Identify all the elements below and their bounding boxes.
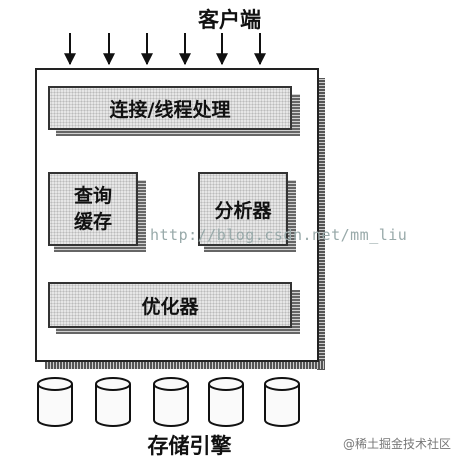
cylinder-4: [208, 377, 244, 427]
parser-shadow-bottom: [204, 246, 296, 252]
connection-box-shadow-bottom: [56, 130, 300, 136]
optimizer-label: 优化器: [141, 295, 199, 318]
parser-box: 分析器: [198, 172, 288, 246]
storage-engine-label: 存储引擎: [147, 434, 232, 458]
parser-label: 分析器: [214, 199, 272, 222]
optimizer-shadow: [292, 290, 300, 334]
cylinder-3: [153, 377, 189, 427]
query-cache-shadow: [138, 180, 146, 252]
parser-shadow: [288, 180, 296, 252]
query-cache-shadow-bottom: [54, 246, 146, 252]
outer-frame-shadow: [317, 78, 325, 370]
query-cache-label: 查询 缓存: [73, 185, 112, 233]
optimizer-shadow-bottom: [56, 328, 300, 334]
optimizer-box: 优化器: [48, 282, 292, 328]
connection-box-shadow: [292, 94, 300, 136]
outer-frame-shadow-bottom: [45, 361, 325, 369]
cylinder-5: [264, 377, 300, 427]
cylinder-2: [95, 377, 131, 427]
cylinder-1: [37, 377, 73, 427]
storage-cylinders: [37, 377, 300, 427]
connection-thread-label: 连接/线程处理: [109, 98, 231, 121]
client-arrows: [64, 33, 266, 66]
footer-credit: @稀土掘金技术社区: [342, 437, 451, 451]
connection-thread-box: 连接/线程处理: [48, 86, 292, 130]
query-cache-box: 查询 缓存: [48, 172, 138, 246]
client-label: 客户端: [198, 8, 261, 32]
watermark-text: http://blog.csdn.net/mm_liu: [150, 226, 408, 244]
